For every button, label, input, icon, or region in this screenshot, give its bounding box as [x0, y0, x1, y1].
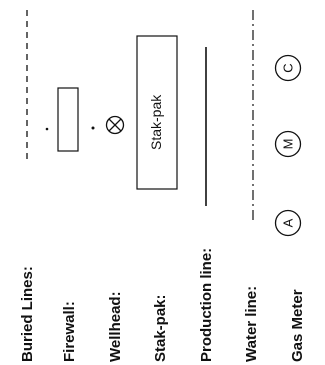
stak-pak-label: Stak-pak: [152, 294, 169, 362]
wellhead-symbol [105, 115, 125, 135]
gas-meter-circle-a-text: A [281, 218, 296, 227]
gas-meter-circle-m-text: M [281, 139, 296, 150]
gas-meter-circle-m: M [274, 130, 302, 158]
water-line-label: Water line: [243, 286, 260, 362]
buried-lines-label: Buried Lines: [19, 266, 36, 362]
gas-meter-circle-c: C [274, 54, 302, 82]
stak-pak-symbol [136, 35, 178, 190]
wellhead-label: Wellhead: [107, 291, 124, 362]
gas-meter-label: Gas Meter [289, 289, 306, 362]
firewall-symbol [57, 87, 79, 152]
production-line-label: Production line: [198, 248, 215, 362]
gas-meter-circle-c-text: C [281, 63, 296, 72]
firewall-label: Firewall: [61, 301, 78, 362]
gas-meter-circle-a: A [274, 209, 302, 237]
stak-pak-box-text: Stak-pak [148, 94, 164, 150]
firewall-dot [45, 127, 49, 131]
wellhead-dot [91, 126, 95, 130]
